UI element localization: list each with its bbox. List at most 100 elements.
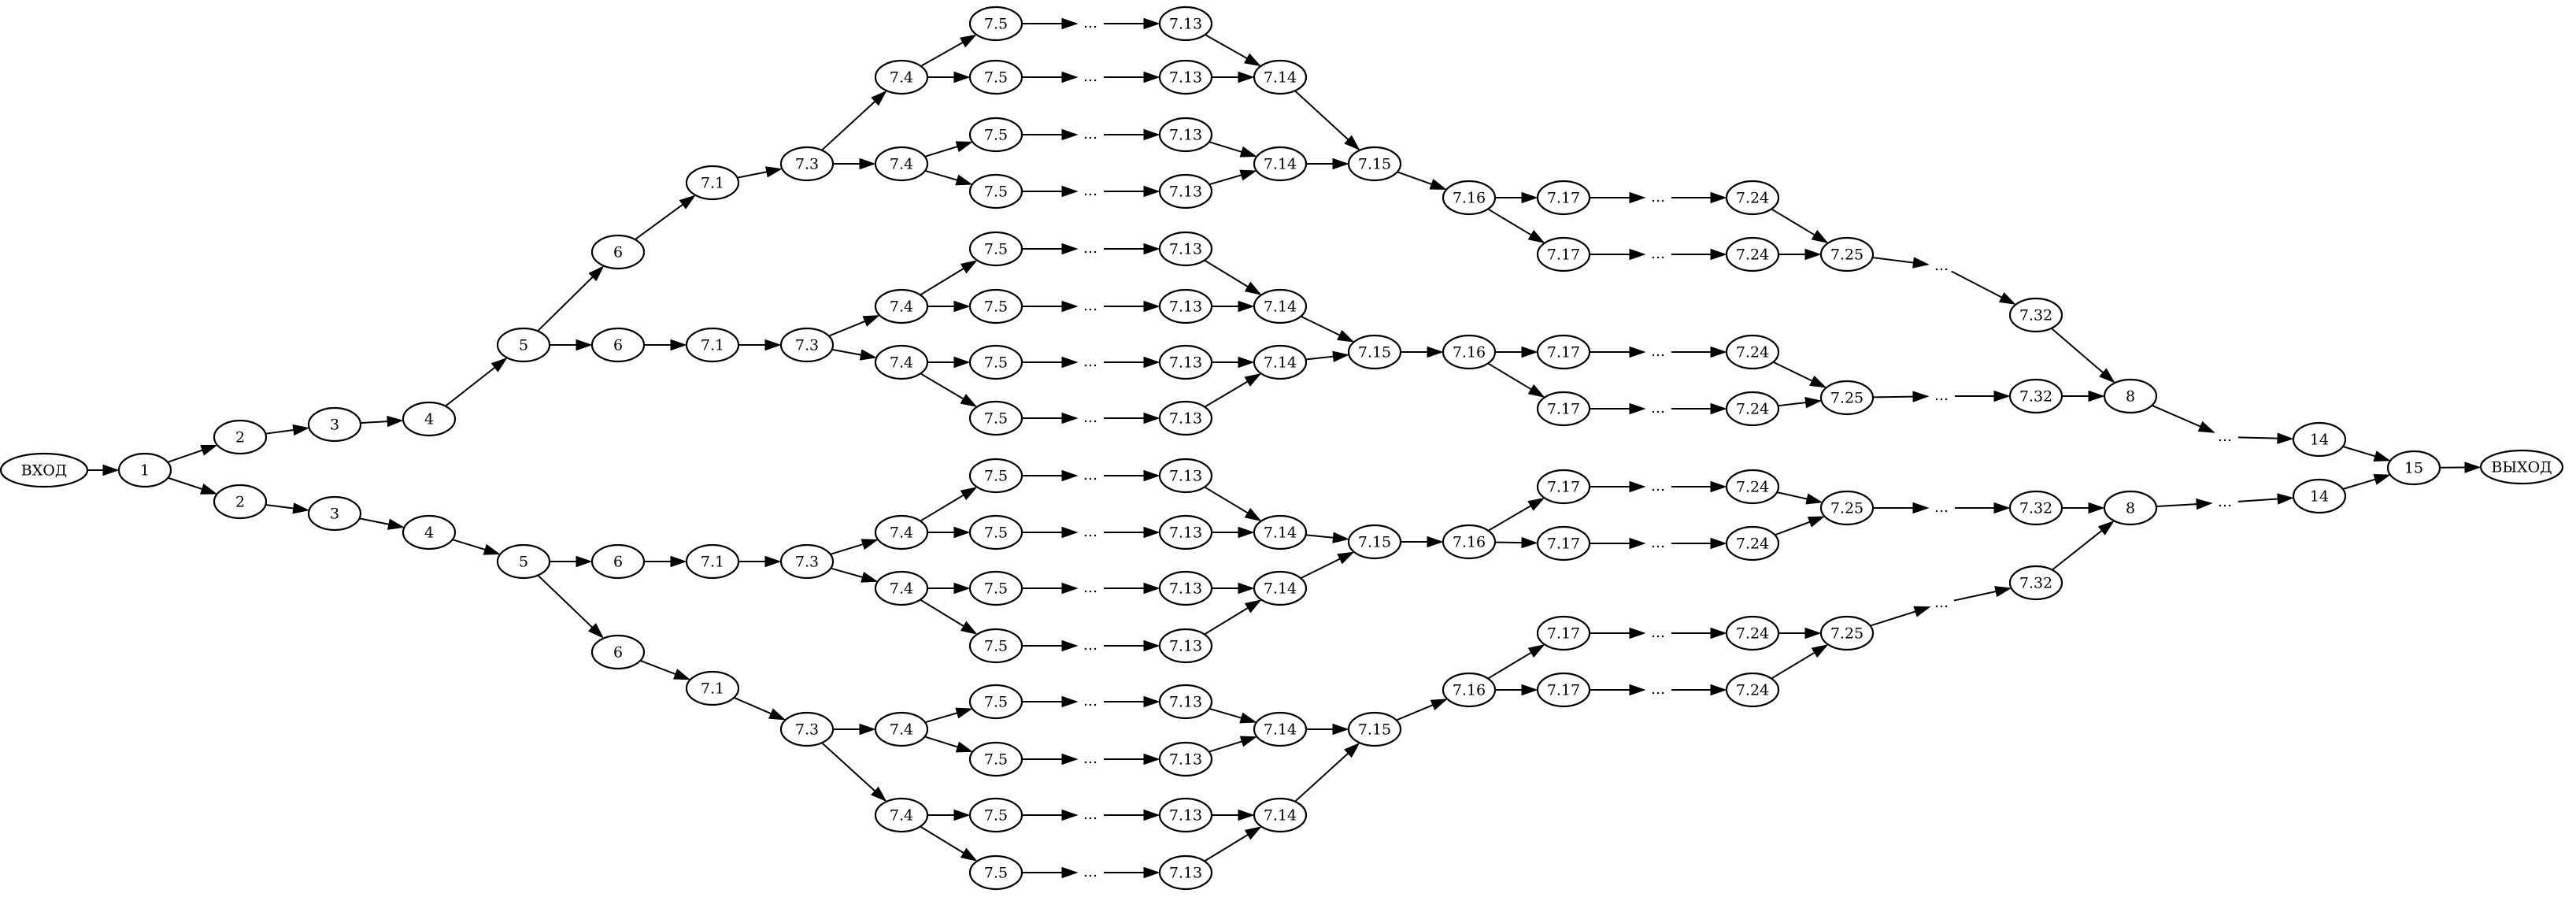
- node-label: 7.14: [1264, 580, 1297, 598]
- node-label: 1: [140, 462, 150, 480]
- node-ellipse: [1158, 570, 1213, 606]
- edge-e_dot15-n_713r15: [1104, 809, 1160, 821]
- edge-line: [1775, 521, 1811, 536]
- arrowhead-icon: [1061, 526, 1079, 539]
- node-label: 7.5: [984, 410, 1008, 428]
- node-ellipse: [496, 327, 551, 363]
- edge-line: [831, 543, 864, 555]
- edge-n_732A-n_8a: [2051, 328, 2115, 384]
- edge-n_715B-n_716B: [1401, 346, 1444, 358]
- node-label: 7.14: [1264, 69, 1297, 87]
- edge-n_715C-n_716C: [1401, 536, 1444, 548]
- node-label: 7.13: [1169, 524, 1202, 542]
- node-732B: 7.32: [2008, 378, 2063, 414]
- arrowhead-icon: [102, 464, 120, 476]
- edge-e_dC2-n_724C2: [1671, 537, 1727, 550]
- arrowhead-icon: [588, 265, 605, 282]
- edge-n_716C-n_717C1: [1488, 497, 1545, 532]
- arrowhead-icon: [1804, 397, 1823, 409]
- node-713r9: 7.13: [1158, 458, 1213, 494]
- node-label: 7.17: [1547, 625, 1580, 643]
- edge-n_14a-n_15: [2343, 446, 2391, 462]
- node-label: 7.3: [795, 721, 819, 739]
- edge-n_716D-n_717D1: [1488, 644, 1545, 679]
- edge-line: [640, 660, 676, 675]
- edge-n_5a-n_6A: [537, 265, 605, 332]
- node-75r10: 7.5: [968, 514, 1023, 550]
- node-4b: 4: [402, 514, 457, 550]
- ellipsis-label: ...: [1651, 680, 1665, 698]
- arrowhead-icon: [483, 543, 501, 555]
- arrowhead-icon: [1239, 169, 1257, 181]
- node-ellipse: [1536, 236, 1591, 272]
- node-717B2: 7.17: [1536, 391, 1591, 427]
- ellipsis-label: ...: [1934, 594, 1949, 611]
- node-714D1: 7.14: [1253, 711, 1308, 747]
- edge-n_713r3-n_714A2: [1209, 141, 1257, 158]
- node-ellipse: [968, 6, 1023, 42]
- arrowhead-icon: [1243, 53, 1261, 67]
- arrowhead-icon: [1143, 243, 1160, 255]
- edge-n_75r4-e_dot4: [1023, 185, 1079, 198]
- ellipsis-node: ...: [1651, 343, 1665, 360]
- edge-e_dot14-n_713r14: [1104, 753, 1160, 765]
- node-6A: 6: [590, 234, 646, 270]
- edge-line: [1294, 91, 1349, 140]
- node-716C: 7.16: [1442, 524, 1497, 560]
- edge-line: [1209, 740, 1242, 753]
- node-ellipse: [1536, 525, 1591, 562]
- node-label: 8: [2126, 500, 2135, 517]
- node-75r5: 7.5: [968, 231, 1023, 267]
- edge-line: [1209, 708, 1242, 719]
- ellipsis-node: ...: [1083, 68, 1097, 85]
- edge-n_732D-n_8b: [2052, 521, 2115, 570]
- arrowhead-icon: [960, 621, 978, 635]
- node-6B: 6: [590, 327, 646, 363]
- node-label: 2: [235, 429, 245, 447]
- arrowhead-icon: [1061, 128, 1079, 141]
- edge-n_714D2-n_715D: [1295, 742, 1360, 802]
- node-label: 2: [235, 494, 245, 511]
- node-ellipse: [1158, 458, 1213, 494]
- edge-n_713r13-n_714D1: [1209, 708, 1257, 724]
- node-725D: 7.25: [1819, 615, 1875, 651]
- node-label: 7.25: [1830, 390, 1864, 407]
- arrowhead-icon: [1710, 402, 1727, 415]
- node-label: ВХОД: [21, 462, 68, 480]
- edge-n_714A2-n_715A: [1307, 158, 1349, 170]
- node-74B2: 7.4: [874, 344, 929, 380]
- ellipsis-label: ...: [1083, 466, 1097, 484]
- arrowhead-icon: [768, 708, 786, 721]
- edge-line: [1205, 487, 1249, 514]
- node-713r1: 7.13: [1158, 6, 1213, 42]
- node-label: 7.5: [984, 638, 1008, 655]
- arrowhead-icon: [1143, 300, 1160, 313]
- ellipsis-label: ...: [1083, 863, 1097, 880]
- arrowhead-icon: [1061, 412, 1079, 424]
- arrowhead-icon: [1238, 71, 1255, 83]
- node-ellipse: [1158, 400, 1213, 436]
- edge-n_716C-n_717C2: [1495, 536, 1538, 549]
- edge-n_724A2-n_725A: [1779, 248, 1822, 261]
- node-ellipse: [968, 231, 1023, 267]
- edge-line: [1778, 402, 1806, 407]
- ellipsis-label: ...: [1934, 257, 1949, 274]
- edge-n_74C2-n_75r11: [928, 582, 971, 595]
- arrowhead-icon: [1143, 526, 1160, 539]
- node-724A2: 7.24: [1725, 236, 1780, 272]
- edge-n_715A-n_716A: [1397, 171, 1447, 190]
- arrowhead-icon: [1143, 639, 1160, 652]
- arrowhead-icon: [1143, 71, 1160, 83]
- node-label: 7.24: [1736, 479, 1769, 496]
- node-ellipse: [1725, 180, 1780, 216]
- edge-line: [1209, 174, 1242, 185]
- node-715B: 7.15: [1347, 334, 1402, 370]
- arrowhead-icon: [1244, 599, 1262, 613]
- edge-n_713r7-n_714B2: [1212, 356, 1255, 369]
- edge-line: [2343, 446, 2376, 458]
- node-6D: 6: [590, 634, 646, 670]
- arrowhead-icon: [587, 623, 605, 639]
- node-label: 7.4: [890, 69, 913, 87]
- arrowhead-icon: [1244, 507, 1262, 521]
